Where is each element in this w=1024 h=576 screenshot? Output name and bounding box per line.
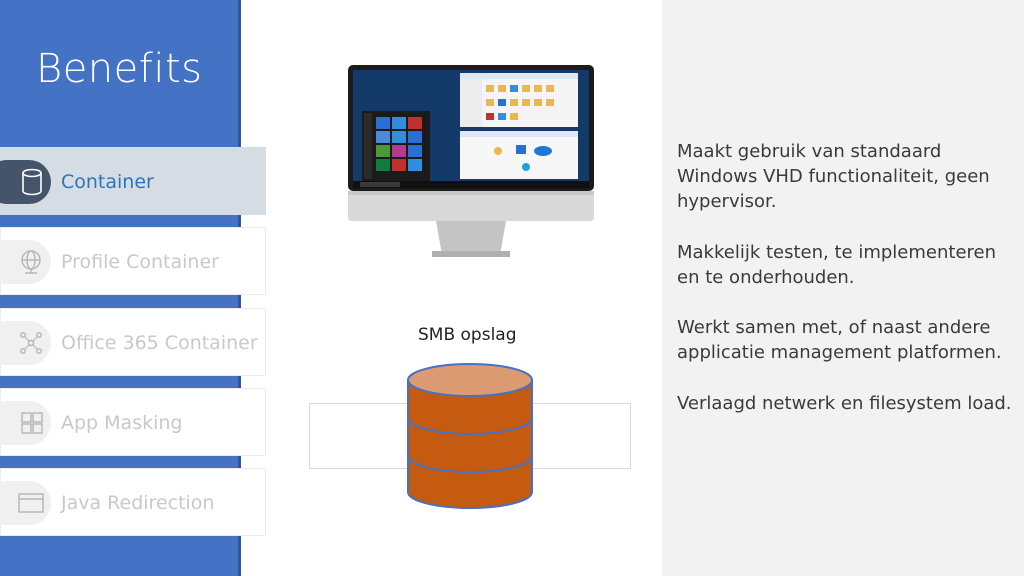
sidebar-item-office-365-container[interactable]: Office 365 Container: [0, 308, 266, 376]
sidebar-item-label: Office 365 Container: [61, 332, 258, 354]
page-title: Benefits: [36, 46, 203, 92]
benefit-paragraph: Werkt samen met, of naast andere applica…: [677, 317, 1002, 363]
sidebar-item-container[interactable]: Container: [0, 147, 266, 215]
benefit-paragraph: Verlaagd netwerk en filesystem load.: [677, 393, 1012, 414]
sidebar-item-app-masking[interactable]: App Masking: [0, 388, 266, 456]
globe-icon: [21, 250, 41, 274]
icon-badge: [0, 401, 51, 445]
window-icon: [18, 493, 44, 513]
smb-storage-database-icon: [407, 363, 533, 509]
description-panel: [662, 0, 1024, 576]
storage-label: SMB opslag: [418, 325, 517, 345]
network-icon: [20, 332, 42, 354]
sidebar-item-label: Java Redirection: [61, 492, 215, 514]
icon-badge: [0, 321, 51, 365]
database-icon: [22, 168, 42, 196]
desktop-monitor-illustration: [348, 65, 594, 257]
screen-content: [353, 70, 589, 188]
sidebar-item-java-redirection[interactable]: Java Redirection: [0, 468, 266, 536]
benefit-paragraph: Makkelijk testen, te implementeren en te…: [677, 242, 997, 288]
icon-badge: [0, 160, 51, 204]
sidebar-item-label: Container: [61, 171, 154, 193]
sidebar-item-profile-container[interactable]: Profile Container: [0, 227, 266, 295]
icon-badge: [0, 481, 51, 525]
benefit-paragraph: Maakt gebruik van standaard Windows VHD …: [677, 141, 990, 212]
sidebar-item-label: Profile Container: [61, 251, 219, 273]
sidebar-item-label: App Masking: [61, 412, 183, 434]
icon-badge: [0, 240, 51, 284]
grid-icon: [21, 412, 43, 434]
